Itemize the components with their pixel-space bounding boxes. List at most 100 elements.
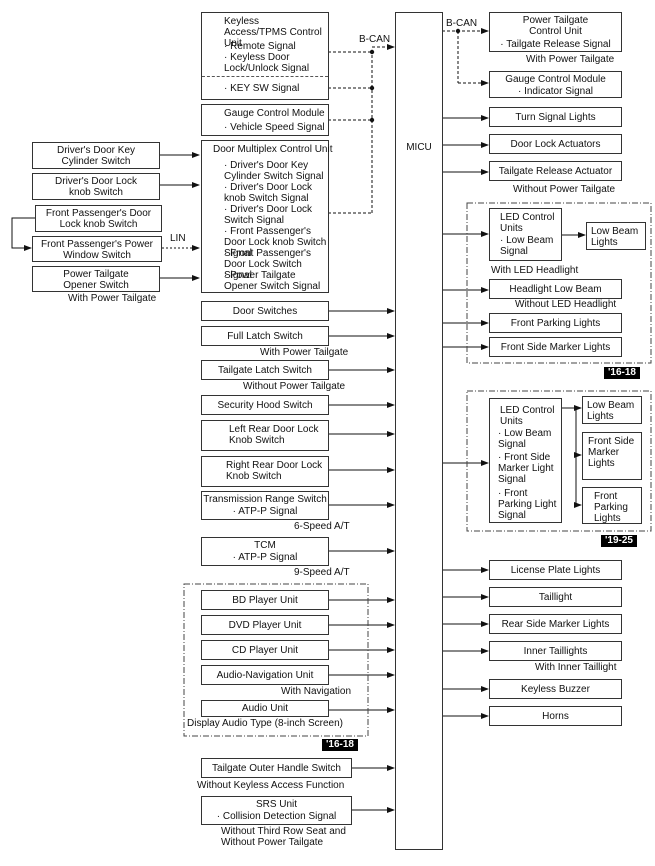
trs-label: Transmission Range Switch: [203, 494, 327, 505]
taillight: Taillight: [489, 587, 622, 607]
drivers-door-lock-knob-switch: Driver's Door Lock knob Switch: [32, 173, 160, 200]
headlight-low-beam: Headlight Low Beam: [489, 279, 622, 299]
fsml2-label: Front Side Marker Lights: [588, 436, 635, 469]
door-mux-signal-5: · Front Passenger's Door Lock Switch Sig…: [224, 248, 311, 281]
rear-side-label: Rear Side Marker Lights: [501, 619, 610, 630]
bcan-label-right: B-CAN: [446, 18, 478, 29]
gauge-out-label: Gauge Control Module: [505, 74, 606, 85]
keyless-access-tpms-unit: Keyless Access/TPMS Control Unit · Remot…: [201, 12, 329, 100]
fp-window-label: Front Passenger's Power Window Switch: [41, 239, 153, 261]
srs-collision-signal: · Collision Detection Signal: [216, 811, 337, 822]
pt-opener-label: Power Tailgate Opener Switch: [63, 269, 129, 291]
front-parking-lights-1: Front Parking Lights: [489, 313, 622, 333]
taillight-label: Taillight: [538, 592, 573, 603]
audio-year-badge: '16-18: [322, 739, 358, 751]
keyless-door-lock-signal: · Keyless Door Lock/Unlock Signal: [224, 52, 310, 74]
license-label: License Plate Lights: [510, 565, 601, 576]
audio-unit: Audio Unit: [201, 700, 329, 717]
low-beam1-label: Low Beam Lights: [591, 226, 639, 248]
inner-tail-label: Inner Taillights: [523, 646, 588, 657]
led1-signal: · Low Beam Signal: [500, 235, 554, 257]
horns: Horns: [489, 706, 622, 726]
dvd-label: DVD Player Unit: [228, 620, 302, 631]
srs-note-2: Without Power Tailgate: [221, 837, 324, 848]
tailgate-release-actuator: Tailgate Release Actuator: [489, 161, 622, 181]
tailgate-latch-switch: Tailgate Latch Switch: [201, 360, 329, 380]
right-rear-door-lock-knob-switch: Right Rear Door Lock Knob Switch: [201, 456, 329, 487]
gauge-vehicle-speed-signal: · Vehicle Speed Signal: [224, 122, 325, 133]
drv-knob-label: Driver's Door Lock knob Switch: [55, 176, 137, 198]
audio-note: Display Audio Type (8-inch Screen): [187, 718, 344, 729]
license-plate-lights: License Plate Lights: [489, 560, 622, 580]
door-switches-label: Door Switches: [232, 306, 298, 317]
nav-label: Audio-Navigation Unit: [216, 670, 314, 681]
pt-cu-label: Power Tailgate Control Unit: [522, 15, 589, 37]
tailgate-outer-note: Without Keyless Access Function: [197, 780, 345, 791]
led2-low-beam-signal: · Low Beam Signal: [498, 428, 552, 450]
without-led-note: Without LED Headlight: [515, 299, 617, 310]
hl-low-label: Headlight Low Beam: [509, 284, 602, 295]
pt-cu-note: With Power Tailgate: [526, 54, 615, 65]
tailgate-rel-note: Without Power Tailgate: [513, 184, 616, 195]
pt-cu-signal: · Tailgate Release Signal: [500, 39, 611, 50]
tailgate-latch-note: Without Power Tailgate: [243, 381, 346, 392]
power-tailgate-control-unit: Power Tailgate Control Unit · Tailgate R…: [489, 12, 622, 52]
full-latch-label: Full Latch Switch: [227, 331, 303, 342]
full-latch-switch: Full Latch Switch: [201, 326, 329, 346]
full-latch-note: With Power Tailgate: [260, 347, 349, 358]
left-rear-door-lock-knob-switch: Left Rear Door Lock Knob Switch: [201, 420, 329, 451]
trs-note: 6-Speed A/T: [294, 521, 350, 532]
fp-knob-label: Front Passenger's Door Lock knob Switch: [45, 208, 152, 230]
tailgate-outer-label: Tailgate Outer Handle Switch: [212, 763, 341, 774]
gauge-control-module-output: Gauge Control Module · Indicator Signal: [489, 71, 622, 98]
security-hood-label: Security Hood Switch: [217, 400, 313, 411]
transmission-range-switch: Transmission Range Switch · ATP-P Signal: [201, 491, 329, 520]
tcm-atp-p-signal: · ATP-P Signal: [232, 552, 298, 563]
lin-label: LIN: [170, 233, 186, 244]
power-tailgate-opener-switch: Power Tailgate Opener Switch: [32, 266, 160, 292]
drivers-door-key-cylinder-switch: Driver's Door Key Cylinder Switch: [32, 142, 160, 169]
gauge-control-module-input: Gauge Control Module · Vehicle Speed Sig…: [201, 104, 329, 136]
door-mux-signal-1: · Driver's Door Key Cylinder Switch Sign…: [224, 160, 324, 182]
led2-parking-signal: · Front Parking Light Signal: [498, 488, 557, 521]
turn-label: Turn Signal Lights: [515, 112, 596, 123]
door-mux-signal-6: · Power Tailgate Opener Switch Signal: [224, 270, 321, 292]
gauge-in-title: Gauge Control Module: [224, 108, 325, 119]
tcm-note: 9-Speed A/T: [294, 567, 350, 578]
bd-label: BD Player Unit: [232, 595, 298, 606]
cd-player-unit: CD Player Unit: [201, 640, 329, 660]
trs-atp-p-signal: · ATP-P Signal: [232, 506, 298, 517]
keyless-title: Keyless Access/TPMS Control Unit: [224, 16, 322, 49]
door-mux-signal-4: · Front Passenger's Door Lock knob Switc…: [224, 226, 327, 259]
fpl2-label: Front Parking Lights: [594, 491, 628, 524]
inner-tail-note: With Inner Taillight: [535, 662, 617, 673]
with-power-tailgate-note-left: With Power Tailgate: [68, 293, 157, 304]
with-led-note: With LED Headlight: [491, 265, 579, 276]
bd-player-unit: BD Player Unit: [201, 590, 329, 610]
door-mux-title: Door Multiplex Control Unit: [213, 144, 333, 155]
srs-label: SRS Unit: [255, 799, 298, 810]
nav-note: With Navigation: [281, 686, 352, 697]
fsml1-label: Front Side Marker Lights: [500, 342, 611, 353]
led2-side-marker-signal: · Front Side Marker Light Signal: [498, 452, 554, 485]
micu-unit: MICU: [395, 12, 443, 850]
led2-label: LED Control Units: [500, 405, 555, 427]
group1-year-badge: '16-18: [604, 367, 640, 379]
turn-signal-lights: Turn Signal Lights: [489, 107, 622, 127]
keyless-remote-signal: · Remote Signal: [224, 41, 296, 52]
tailgate-outer-handle-switch: Tailgate Outer Handle Switch: [201, 758, 352, 778]
fpl1-label: Front Parking Lights: [510, 318, 601, 329]
tcm-unit: TCM · ATP-P Signal: [201, 537, 329, 566]
srs-unit: SRS Unit · Collision Detection Signal: [201, 796, 352, 825]
inner-taillights: Inner Taillights: [489, 641, 622, 661]
door-mux-signal-2: · Driver's Door Lock knob Switch Signal: [224, 182, 313, 204]
low-beam-lights-2: Low Beam Lights: [582, 396, 642, 424]
keyless-buzzer: Keyless Buzzer: [489, 679, 622, 699]
bcan-label-left: B-CAN: [359, 34, 391, 45]
audio-navigation-unit: Audio-Navigation Unit: [201, 665, 329, 685]
low-beam2-label: Low Beam Lights: [587, 400, 635, 422]
audio-label: Audio Unit: [241, 703, 289, 714]
rr-knob-label: Right Rear Door Lock Knob Switch: [226, 460, 323, 482]
